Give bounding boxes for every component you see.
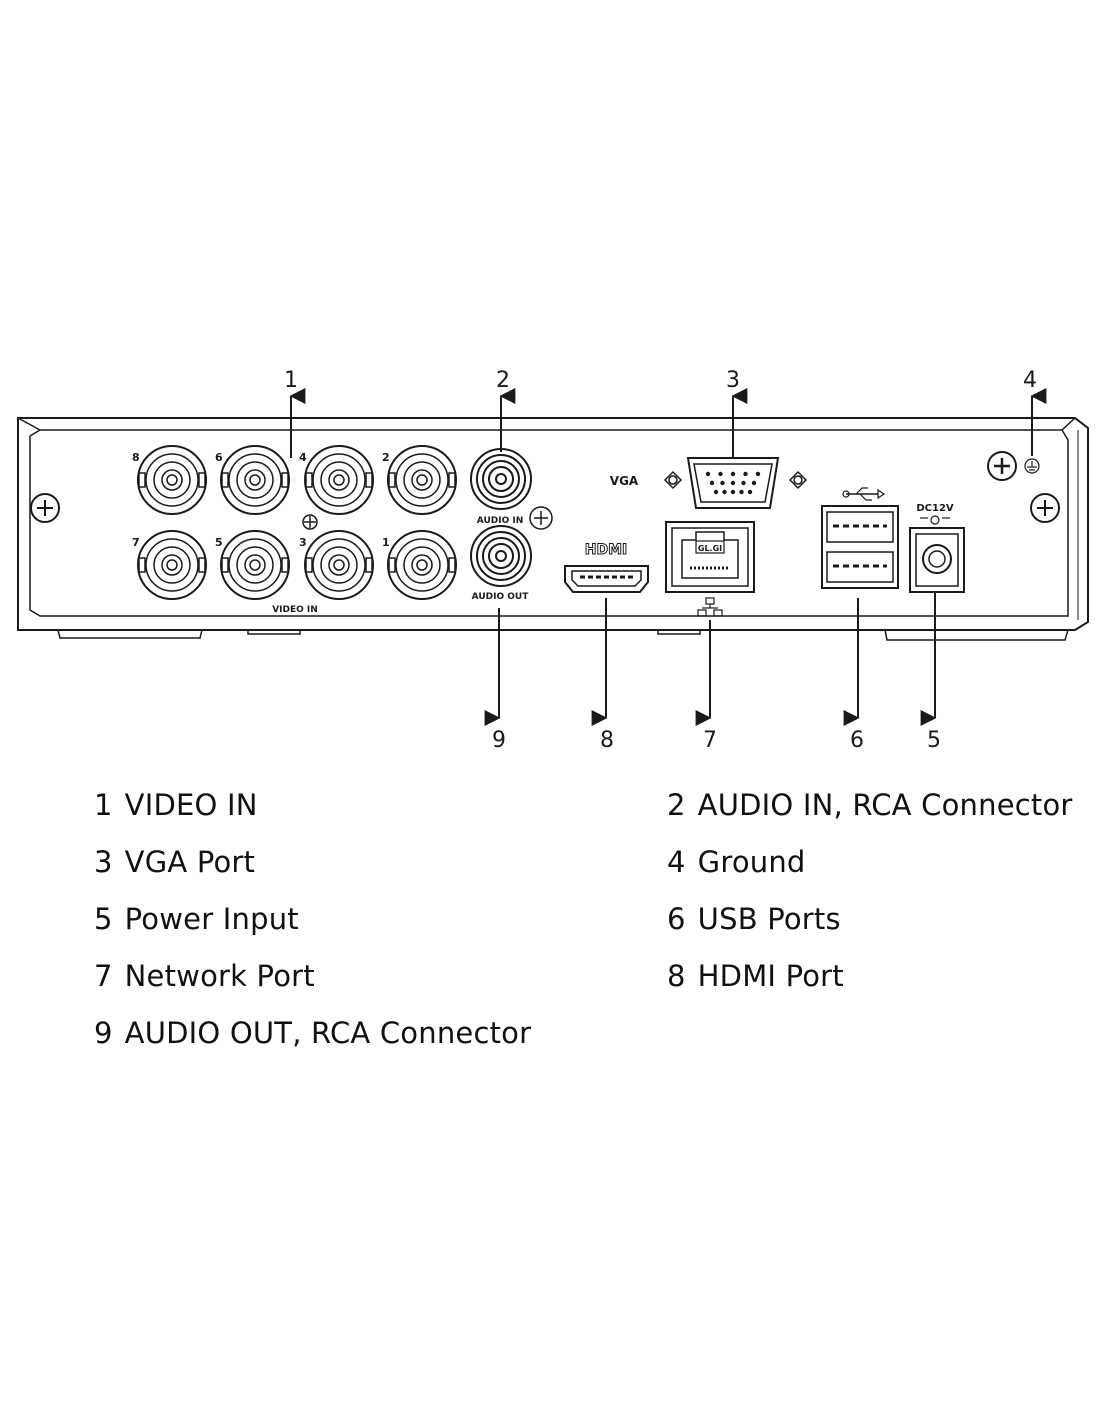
bnc-connector xyxy=(220,445,290,515)
bnc-channel-number: 5 xyxy=(215,536,223,549)
callout-number: 4 xyxy=(1023,368,1037,393)
vga-pin xyxy=(751,480,757,486)
hdmi-label: HDMI xyxy=(585,542,627,558)
vga-pin xyxy=(720,480,725,486)
bnc-channel-number: 8 xyxy=(132,451,140,464)
vga-pin xyxy=(709,480,715,486)
network-badge-label: GL.GI xyxy=(698,544,722,553)
video-in-label: VIDEO IN xyxy=(272,605,318,615)
bnc-connector xyxy=(304,530,374,600)
vga-pins xyxy=(705,471,761,495)
network-icon xyxy=(697,597,723,617)
vga-pin xyxy=(730,489,736,495)
power-label: DC12V xyxy=(916,503,954,514)
bnc-connector xyxy=(387,530,457,600)
bnc-connector xyxy=(220,530,290,600)
bnc-connector xyxy=(304,445,374,515)
callout-number: 5 xyxy=(927,728,941,753)
bnc-connector xyxy=(387,445,457,515)
hdmi-port xyxy=(564,565,649,593)
ground-screw-icon xyxy=(302,514,318,530)
usb-icon xyxy=(842,487,886,501)
vga-pin xyxy=(739,489,744,495)
bnc-channel-number: 1 xyxy=(382,536,390,549)
power-input-port xyxy=(909,527,965,593)
callout-number: 6 xyxy=(850,728,864,753)
vga-pin xyxy=(718,471,723,477)
bnc-channel-number: 7 xyxy=(132,536,140,549)
audio-ground-screw-icon xyxy=(529,506,553,530)
audio-out-label: AUDIO OUT xyxy=(472,592,530,602)
audio-out-rca-connector xyxy=(470,525,532,587)
vga-pin xyxy=(713,489,719,495)
callout-number: 8 xyxy=(600,728,614,753)
vga-pin xyxy=(743,471,748,477)
callout-number: 2 xyxy=(496,368,510,393)
audio-in-label: AUDIO IN xyxy=(477,516,523,526)
bnc-channel-number: 3 xyxy=(299,536,307,549)
polarity-icon xyxy=(920,515,950,525)
bnc-channel-number: 4 xyxy=(299,451,307,464)
vga-pin xyxy=(747,489,753,495)
bnc-connector xyxy=(137,445,207,515)
vga-pin xyxy=(730,471,736,477)
vga-pin xyxy=(722,489,727,495)
video-in-bnc-connectors: 8 6 4 2 7 5 3 1 xyxy=(132,445,457,600)
vga-label: VGA xyxy=(610,474,639,488)
audio-in-rca-connector xyxy=(470,448,532,510)
bnc-channel-number: 6 xyxy=(215,451,223,464)
bnc-connector xyxy=(137,530,207,600)
ground-symbol-icon xyxy=(1024,458,1040,474)
vga-pin xyxy=(705,471,711,477)
vga-pin xyxy=(741,480,746,486)
callout-number: 1 xyxy=(284,368,298,393)
network-port xyxy=(665,521,755,593)
vga-pin xyxy=(755,471,761,477)
screw-icon xyxy=(1030,493,1060,523)
callout-number: 9 xyxy=(492,728,506,753)
callout-leaders xyxy=(289,388,1047,726)
screw-icon xyxy=(30,493,60,523)
usb-ports xyxy=(821,505,899,589)
chassis xyxy=(17,417,1089,641)
callout-number: 7 xyxy=(703,728,717,753)
ground-terminal xyxy=(987,451,1017,481)
callout-number: 3 xyxy=(726,368,740,393)
vga-port xyxy=(663,457,808,509)
vga-pin xyxy=(730,480,736,486)
bnc-channel-number: 2 xyxy=(382,451,390,464)
